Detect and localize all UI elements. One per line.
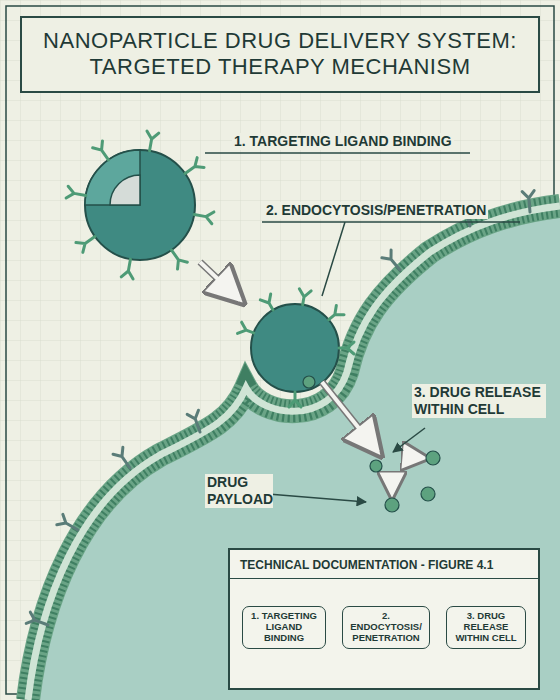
process-box: 3. DRUG RELEASE WITHIN CELL — [446, 606, 526, 649]
callout-label: DRUG PAYLOAD — [205, 474, 273, 508]
ligands — [66, 131, 354, 407]
box-label: 2. ENDOCYTOSIS/ PENETRATION — [347, 611, 425, 644]
leader-line — [393, 428, 425, 452]
cell-interior — [28, 206, 560, 700]
box-label: 1. TARGETING LIGAND BINDING — [247, 611, 321, 644]
motion-arrow — [200, 262, 240, 300]
release-arrow — [402, 456, 425, 458]
leader-line — [205, 152, 470, 154]
documentation-panel: TECHNICAL DOCUMENTATION - FIGURE 4.1 1. T… — [228, 548, 540, 690]
nanoparticle — [85, 150, 195, 260]
callout-label: 3. DRUG RELEASE WITHIN CELL — [412, 384, 546, 418]
leader-line — [268, 494, 366, 502]
leader-line — [262, 222, 520, 296]
callout-label: 1. TARGETING LIGAND BINDING — [232, 133, 454, 150]
diagram-title: NANOPARTICLE DRUG DELIVERY SYSTEM: TARGE… — [20, 16, 540, 93]
release-arrow — [322, 382, 378, 452]
nanoparticle — [251, 304, 339, 392]
cell-membrane — [28, 206, 560, 700]
release-arrow — [390, 478, 395, 495]
process-box: 2. ENDOCYTOSIS/ PENETRATION — [342, 606, 430, 649]
motion-arrow — [200, 262, 240, 300]
release-arrow — [322, 382, 378, 452]
callout-label: 2. ENDOCYTOSIS/PENETRATION — [264, 202, 488, 219]
process-box: 1. TARGETING LIGAND BINDING — [242, 606, 326, 649]
box-label: 3. DRUG RELEASE WITHIN CELL — [451, 611, 521, 644]
panel-heading: TECHNICAL DOCUMENTATION - FIGURE 4.1 — [230, 550, 538, 579]
